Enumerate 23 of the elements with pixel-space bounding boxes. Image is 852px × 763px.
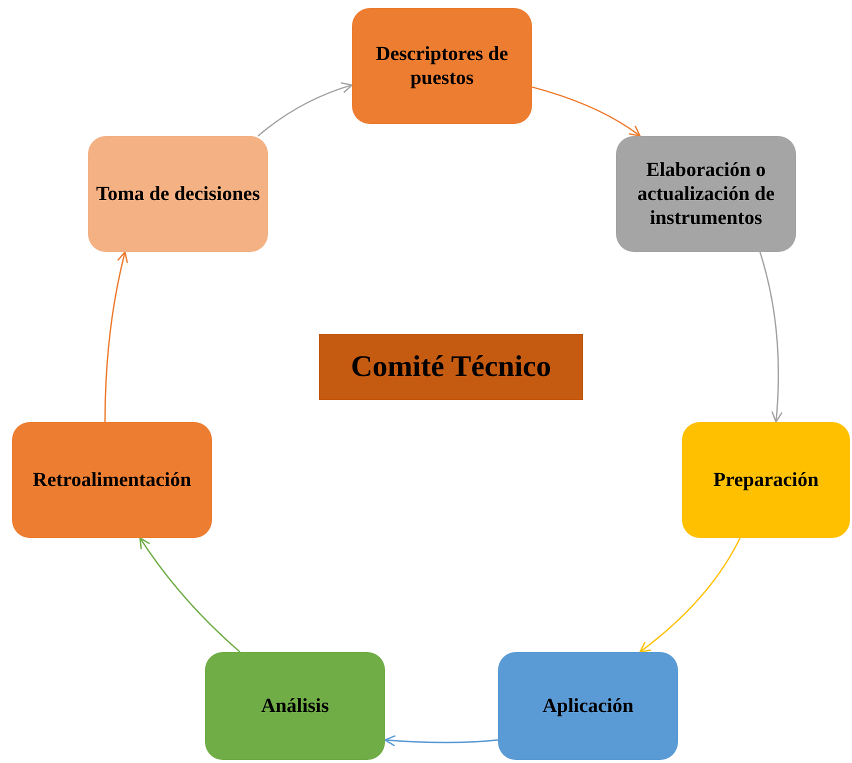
process-box [88,136,268,252]
curved-arrow [258,82,353,137]
node-label: Toma de decisiones [96,182,260,206]
center-title-box [319,334,583,400]
process-box [12,422,212,538]
curved-arrow [104,251,128,422]
curved-arrow [639,538,741,653]
process-box [616,136,796,252]
node-label: Aplicación [542,694,634,718]
curved-arrow [759,252,782,423]
curved-arrow [139,537,240,653]
process-box [352,8,532,124]
node-label: Descriptores de puestos [374,42,510,90]
node-label: Preparación [713,468,819,492]
node-label: Comité Técnico [350,349,552,385]
curved-arrow [532,86,641,137]
process-box [682,422,850,538]
curved-arrow [384,735,498,746]
process-box [498,652,678,760]
node-label: Elaboración o actualización de instrumentos [636,158,776,230]
node-label: Análisis [261,694,329,718]
node-label: Retroalimentación [32,468,192,492]
process-box [205,652,385,760]
